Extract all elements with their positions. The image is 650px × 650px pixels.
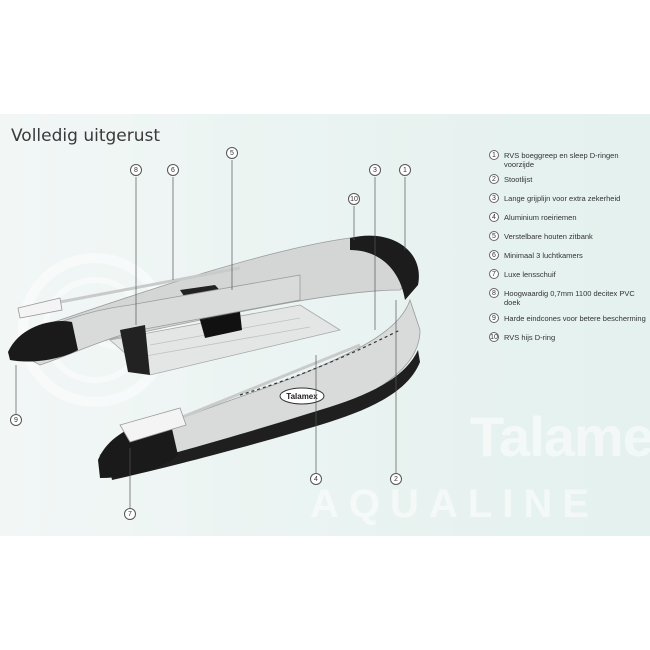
oar-left — [17, 266, 241, 319]
boat-logo-text: Talamex — [286, 392, 318, 401]
legend-text: Harde eindcones voor betere bescherming — [504, 314, 646, 323]
legend-item: 3 Lange grijplijn voor extra zekerheid — [489, 193, 649, 203]
callout-9: 9 — [10, 414, 22, 426]
legend-number: 8 — [489, 288, 499, 298]
legend-number: 10 — [489, 332, 499, 342]
legend-item: 4 Aluminium roeiriemen — [489, 212, 649, 222]
legend-text: Aluminium roeiriemen — [504, 213, 577, 222]
legend-number: 3 — [489, 193, 499, 203]
callout-7: 7 — [124, 508, 136, 520]
legend-number: 2 — [489, 174, 499, 184]
legend-item: 5 Verstelbare houten zitbank — [489, 231, 649, 241]
legend-number: 4 — [489, 212, 499, 222]
legend-text: RVS hijs D-ring — [504, 333, 556, 342]
callout-2: 2 — [390, 473, 402, 485]
legend-text: Hoogwaardig 0,7mm 1100 decitex PVC doek — [504, 289, 635, 307]
page-title: Volledig uitgerust — [11, 126, 161, 146]
legend-item: 8 Hoogwaardig 0,7mm 1100 decitex PVC doek — [489, 288, 649, 307]
legend-number: 9 — [489, 313, 499, 323]
boat-front-cone-left — [8, 320, 78, 362]
legend-text: Luxe lensschuif — [504, 270, 556, 279]
boat-front-cone-right — [98, 419, 178, 478]
legend-item: 6 Minimaal 3 luchtkamers — [489, 250, 649, 260]
watermark-subtitle: AQUALINE — [310, 482, 599, 526]
boat-logo-badge: Talamex — [279, 387, 325, 405]
legend-number: 1 — [489, 150, 499, 160]
feature-legend: 1 RVS boeggreep en sleep D-ringen voorzij… — [489, 150, 649, 342]
legend-text: Minimaal 3 luchtkamers — [504, 251, 583, 260]
legend-number: 6 — [489, 250, 499, 260]
legend-text: Verstelbare houten zitbank — [504, 232, 593, 241]
legend-number: 7 — [489, 269, 499, 279]
legend-item: 7 Luxe lensschuif — [489, 269, 649, 279]
legend-text: Lange grijplijn voor extra zekerheid — [504, 194, 621, 203]
legend-number: 5 — [489, 231, 499, 241]
callout-4: 4 — [310, 473, 322, 485]
callout-leaders — [15, 160, 406, 508]
oar-right — [119, 343, 361, 443]
callout-3: 3 — [369, 164, 381, 176]
legend-item: 1 RVS boeggreep en sleep D-ringen voorzij… — [489, 150, 649, 169]
callout-10: 10 — [348, 193, 360, 205]
legend-text: Stootlijst — [504, 175, 533, 184]
watermark-brand: Talamex — [470, 405, 650, 468]
callout-6: 6 — [167, 164, 179, 176]
boat-stern-cone-back — [350, 235, 419, 300]
legend-text: RVS boeggreep en sleep D-ringen voorzijd… — [504, 151, 619, 169]
legend-item: 10 RVS hijs D-ring — [489, 332, 649, 342]
legend-item: 2 Stootlijst — [489, 174, 649, 184]
legend-item: 9 Harde eindcones voor betere bescherming — [489, 313, 649, 323]
callout-5: 5 — [226, 147, 238, 159]
callout-1: 1 — [399, 164, 411, 176]
callout-8: 8 — [130, 164, 142, 176]
